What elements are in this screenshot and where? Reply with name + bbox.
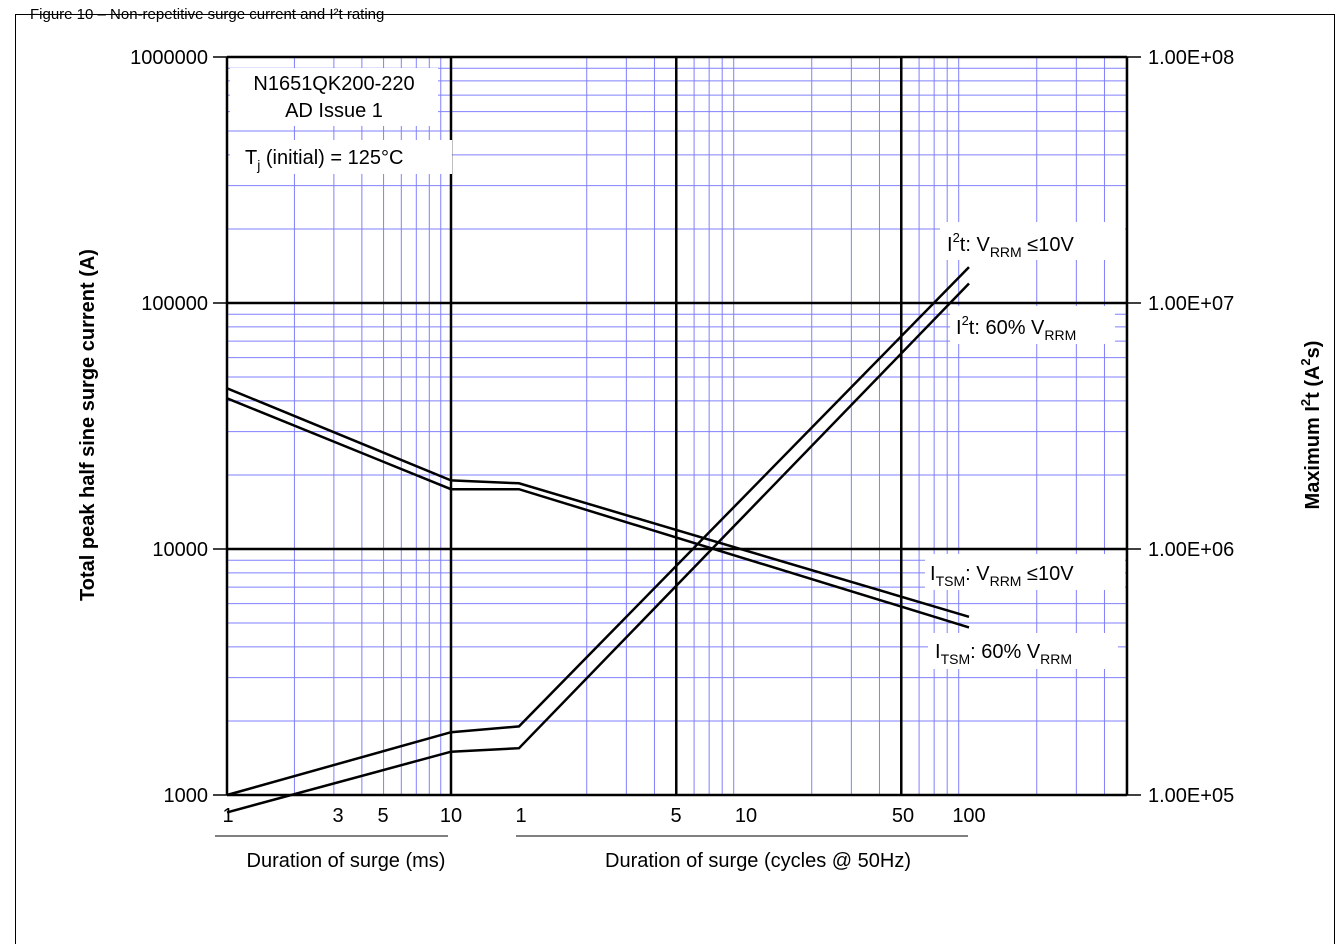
issue-label: AD Issue 1 [285, 100, 383, 122]
label-bg-2 [925, 554, 1125, 590]
curve-label-i2t-60: I2t: 60% VRRM [956, 313, 1076, 343]
x-cycle-tick-100: 100 [952, 805, 985, 827]
x-cycle-tick-5: 5 [670, 805, 681, 827]
curve-label-itsm-60: ITSM: 60% VRRM [935, 641, 1072, 667]
grid-major [213, 55, 1141, 797]
y-axis-left-ticks: 1000000 100000 10000 1000 [130, 47, 208, 807]
curve-labels: I2t: VRRM ≤10V I2t: 60% VRRM ITSM: VRRM … [925, 222, 1125, 669]
x-ms-tick-10: 10 [440, 805, 462, 827]
x-cycle-tick-10: 10 [735, 805, 757, 827]
y-tick-1000: 1000 [164, 785, 209, 807]
series-line-1 [226, 282, 970, 814]
curves [226, 266, 970, 814]
label-bg-0 [940, 222, 1125, 260]
x-ms-tick-1: 1 [222, 805, 233, 827]
tj-label: Tj (initial) = 125°C [245, 147, 403, 173]
y2-tick-1e7: 1.00E+07 [1148, 293, 1234, 315]
y2-tick-1e6: 1.00E+06 [1148, 539, 1234, 561]
x-axis-cycles-ticks: 1 5 10 50 100 [515, 805, 985, 827]
figure-caption: Figure 10 – Non-repetitive surge current… [30, 6, 385, 23]
info-box-bg [230, 68, 438, 126]
curve-label-itsm-10v: ITSM: VRRM ≤10V [930, 563, 1074, 589]
curve-label-i2t-10v: I2t: VRRM ≤10V [947, 230, 1074, 260]
x-cycle-tick-50: 50 [892, 805, 914, 827]
series-line-3 [226, 397, 970, 629]
y-axis-right-ticks: 1.00E+08 1.00E+07 1.00E+06 1.00E+05 [1148, 47, 1234, 807]
x-cycle-tick-1: 1 [515, 805, 526, 827]
series-line-0 [226, 266, 970, 797]
y2-tick-1e5: 1.00E+05 [1148, 785, 1234, 807]
y-tick-100000: 100000 [141, 293, 208, 315]
x-axis-ms-ticks: 1 3 5 10 [222, 805, 462, 827]
y-axis-right-title: Maximum I2t (A2s) [1298, 341, 1324, 510]
y-axis-left-title: Total peak half sine surge current (A) [77, 249, 99, 601]
label-bg-1 [950, 306, 1115, 344]
info-box: N1651QK200-220 AD Issue 1 Tj (initial) =… [230, 68, 452, 174]
part-number: N1651QK200-220 [253, 73, 414, 95]
chart-frame: Figure 10 – Non-repetitive surge current… [15, 6, 1335, 944]
x-axis-ms-title: Duration of surge (ms) [247, 850, 446, 872]
tj-box-bg [230, 140, 452, 174]
x-ms-tick-3: 3 [332, 805, 343, 827]
y-tick-1000000: 1000000 [130, 47, 208, 69]
label-bg-3 [928, 633, 1118, 669]
series-line-2 [226, 387, 970, 618]
x-ms-tick-5: 5 [377, 805, 388, 827]
y-tick-10000: 10000 [152, 539, 208, 561]
x-axis-cycles-title: Duration of surge (cycles @ 50Hz) [605, 850, 911, 872]
y2-tick-1e8: 1.00E+08 [1148, 47, 1234, 69]
